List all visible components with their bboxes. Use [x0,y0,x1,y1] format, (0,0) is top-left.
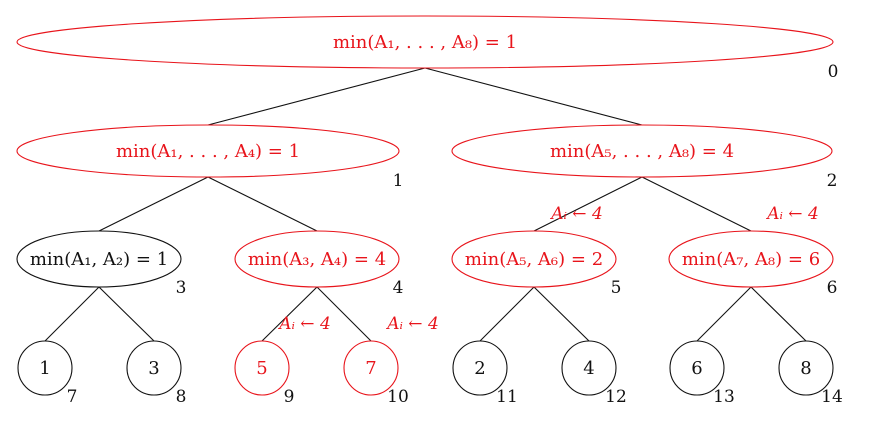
node-5-label: min(A₅, A₆) = 2 [465,249,603,270]
edge-2-6 [641,176,752,232]
node-8-index: 8 [176,387,187,407]
edge-4-9 [261,286,318,342]
node-1-index: 1 [393,171,404,191]
node-11-index: 11 [496,387,518,407]
node-7-label: 1 [39,358,50,379]
node-14-label: 8 [800,358,811,379]
node-0-index: 0 [828,62,839,82]
node-2-index: 2 [827,171,838,191]
edge-3-8 [98,286,155,342]
node-8-shape [126,340,182,396]
node-14-index: 14 [821,387,843,407]
update-annotation: Aᵢ ← 4 [277,314,331,334]
node-10-index: 10 [387,387,409,407]
update-annotation: Aᵢ ← 4 [549,204,603,224]
node-13-shape [669,340,725,396]
node-11-shape [452,340,508,396]
edge-4-10 [316,286,372,342]
edge-1-4 [207,176,318,232]
edge-0-2 [424,67,643,126]
node-6-label: min(A₇, A₈) = 6 [682,249,820,270]
node-12-label: 4 [583,358,594,379]
update-annotation: Aᵢ ← 4 [765,204,819,224]
node-3-index: 3 [176,278,187,298]
node-13-index: 13 [713,387,735,407]
edge-0-1 [207,67,426,126]
node-7-shape [17,340,73,396]
node-3-label: min(A₁, A₂) = 1 [30,249,168,270]
node-9-label: 5 [256,358,267,379]
node-11-label: 2 [474,358,485,379]
node-1-label: min(A₁, . . . , A₄) = 1 [116,141,300,162]
edge-2-5 [533,176,643,232]
node-5-shape [451,230,617,288]
node-3-shape [16,230,182,288]
node-9-shape [234,340,290,396]
node-2-label: min(A₅, . . . , A₈) = 4 [550,141,734,162]
node-12-index: 12 [605,387,627,407]
node-6-index: 6 [827,278,838,298]
node-1-shape [16,124,400,178]
node-8-label: 3 [148,358,159,379]
node-5-index: 5 [611,278,622,298]
node-13-label: 6 [691,358,702,379]
node-10-shape [343,340,399,396]
node-4-label: min(A₃, A₄) = 4 [248,249,386,270]
node-4-index: 4 [393,278,404,298]
edge-6-13 [696,286,752,342]
node-12-shape [561,340,617,396]
node-7-index: 7 [67,387,78,407]
edge-5-11 [479,286,535,342]
edge-1-3 [98,176,209,232]
node-14-shape [778,340,834,396]
node-6-shape [668,230,834,288]
edge-5-12 [533,286,590,342]
node-10-label: 7 [365,358,376,379]
node-0-label: min(A₁, . . . , A₈) = 1 [333,32,517,53]
node-0-shape [16,15,834,69]
node-9-index: 9 [284,387,295,407]
update-annotation: Aᵢ ← 4 [385,314,439,334]
edge-6-14 [750,286,807,342]
node-4-shape [234,230,400,288]
node-2-shape [451,124,833,178]
edge-3-7 [44,286,100,342]
